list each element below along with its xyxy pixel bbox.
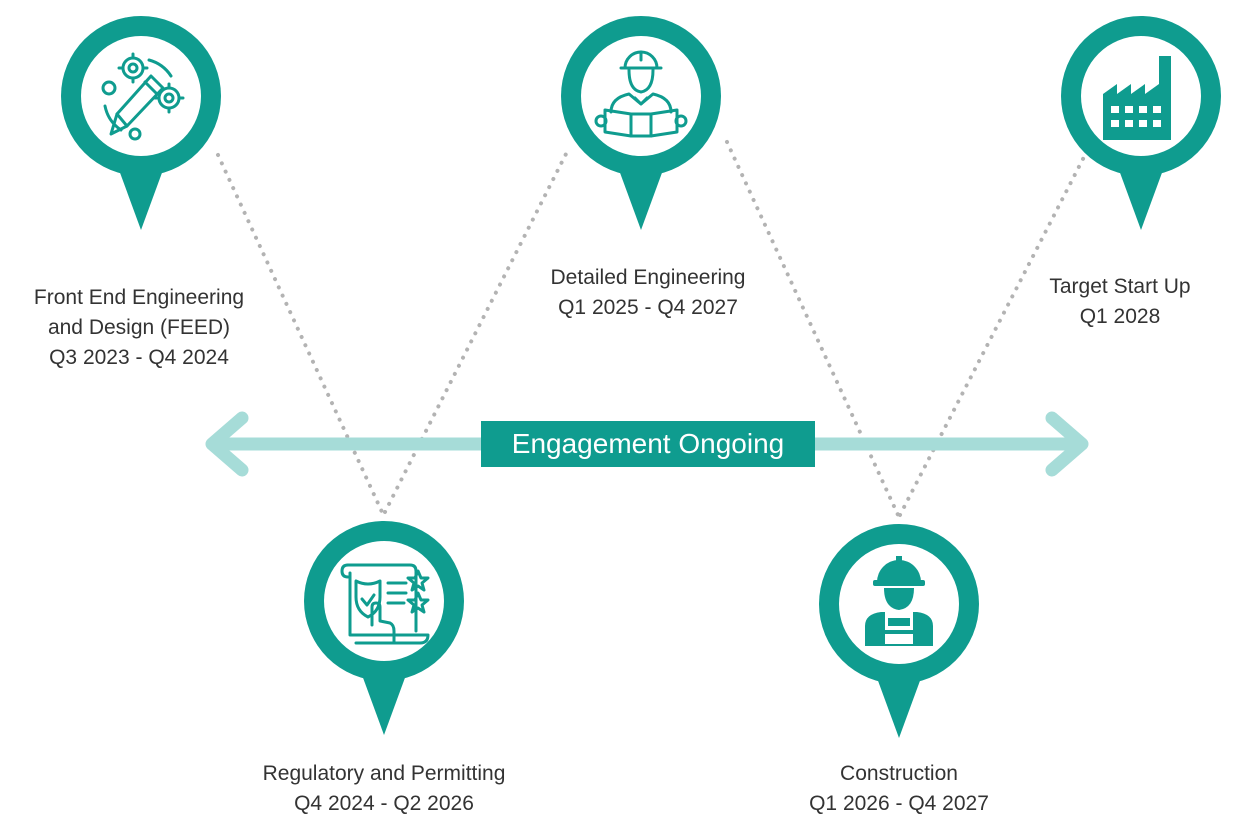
milestone-label-regulatory: Regulatory and Permitting Q4 2024 - Q2 2… (224, 759, 544, 819)
milestone-period: Q1 2028 (1079, 305, 1161, 328)
milestone-period: Q1 2025 - Q4 2027 (558, 296, 738, 319)
milestone-period: Q4 2024 - Q2 2026 (294, 792, 474, 815)
milestone-title-line: Construction (840, 762, 958, 785)
milestone-title-line: Regulatory and Permitting (262, 762, 506, 785)
milestone-title-line: Detailed Engineering (550, 266, 746, 289)
pin-startup (1061, 16, 1221, 230)
engineer-blueprint-icon (594, 50, 688, 138)
engagement-banner: Engagement Ongoing (481, 421, 815, 467)
milestone-label-feed: Front End Engineering and Design (FEED) … (0, 283, 278, 373)
milestone-label-startup: Target Start Up Q1 2028 (1020, 272, 1220, 332)
connector-regulatory-detailed (383, 148, 570, 514)
permit-document-icon (340, 563, 430, 645)
milestone-label-construction: Construction Q1 2026 - Q4 2027 (754, 759, 1044, 819)
engagement-banner-text: Engagement Ongoing (511, 428, 785, 459)
milestone-title-line: Target Start Up (1049, 275, 1191, 298)
pin-construction (819, 524, 979, 738)
pin-regulatory (304, 521, 464, 735)
milestone-title-line: Front End Engineering (33, 286, 245, 309)
milestone-period: Q3 2023 - Q4 2024 (49, 346, 229, 369)
pin-detailed (561, 16, 721, 230)
factory-icon (1103, 56, 1171, 140)
pencil-gears-icon (101, 52, 185, 141)
milestone-label-detailed: Detailed Engineering Q1 2025 - Q4 2027 (498, 263, 798, 323)
milestone-title-line: and Design (FEED) (47, 316, 231, 339)
pin-feed (61, 16, 221, 230)
milestone-period: Q1 2026 - Q4 2027 (809, 792, 989, 815)
connector-construction-startup (898, 153, 1087, 517)
connector-lines (216, 140, 1087, 517)
construction-worker-icon (865, 556, 933, 646)
connector-feed-regulatory (216, 153, 384, 514)
